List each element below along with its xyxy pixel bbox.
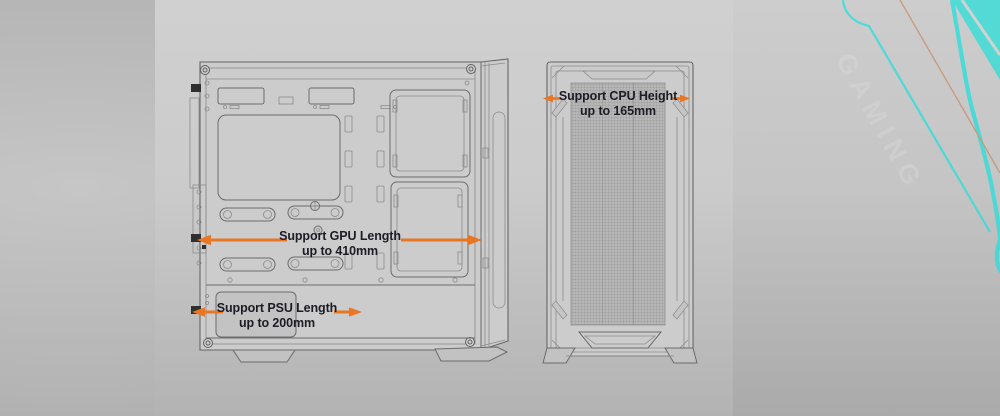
cpu-height-line2: up to 165mm: [580, 103, 656, 118]
rear-thumbscrew-tab: [191, 234, 201, 242]
rear-panel-details: [189, 80, 470, 314]
front-bottom-trim: [577, 331, 663, 349]
case-dimension-diagram: [189, 0, 1000, 364]
cable-slots: [344, 115, 385, 270]
case-foot: [434, 346, 509, 362]
mobo-tray-cutout: [217, 114, 341, 201]
case-foot: [664, 347, 698, 364]
dimension-arrows: [192, 94, 690, 317]
tan-line: [899, 0, 1000, 174]
gpu-length-annotation: Support GPU Length up to 410mm: [260, 229, 420, 259]
psu-length-line2: up to 200mm: [239, 315, 315, 330]
rear-thumbscrew-tab: [191, 84, 201, 92]
decor-accent-lines: [841, 0, 1000, 274]
case-side-view: [189, 58, 509, 363]
divider-screws: [227, 277, 458, 283]
fan-mount-plates: [389, 89, 471, 278]
cyan-thin-line: [841, 0, 991, 233]
front-corner-bevels: [551, 65, 689, 353]
top-vent-slot: [308, 87, 355, 105]
tiny-labels: [223, 105, 397, 109]
front-mesh-panel: [570, 82, 666, 326]
case-foot: [542, 347, 576, 364]
psu-length-annotation: Support PSU Length up to 200mm: [197, 301, 357, 331]
top-vent-slot: [217, 87, 265, 105]
corner-screws: [200, 64, 476, 348]
front-top-notch: [581, 70, 657, 80]
psu-length-line1: Support PSU Length: [216, 301, 338, 315]
front-bezel-inset: [492, 111, 506, 309]
product-image: Support GPU Length up to 410mm Support P…: [155, 0, 1000, 416]
gpu-length-line2: up to 410mm: [302, 243, 378, 258]
cyan-corner-triangle: [952, 0, 1000, 80]
drive-mount-slots: [219, 201, 344, 272]
cpu-height-annotation: Support CPU Height up to 165mm: [538, 89, 698, 119]
cyan-thick-line: [949, 0, 1000, 274]
cpu-height-line1: Support CPU Height: [558, 89, 678, 103]
gpu-length-line1: Support GPU Length: [279, 229, 401, 243]
case-front-view: [542, 61, 698, 364]
case-foot: [232, 349, 296, 363]
psu-bay: [215, 291, 297, 338]
rear-thumbscrew-tab: [191, 306, 201, 314]
